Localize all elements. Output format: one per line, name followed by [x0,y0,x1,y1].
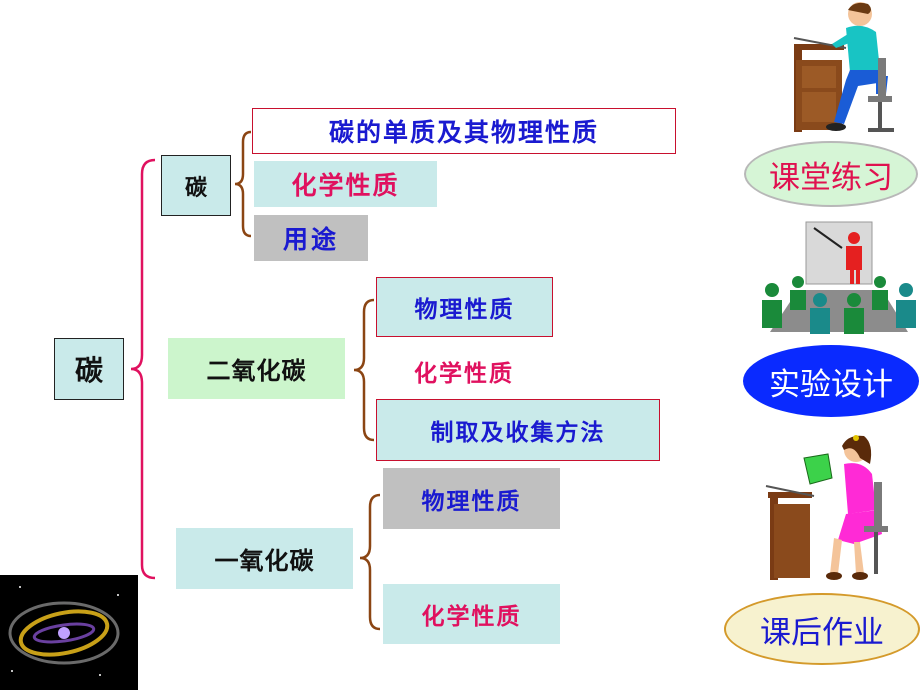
classroom-presentation-clipart [762,221,916,334]
co-bracket [359,493,381,631]
carbon-node: 碳 [161,155,231,216]
experiment-design-button[interactable]: 实验设计 [743,345,919,417]
co2-chemical-properties-link[interactable]: 化学性质 [414,361,514,387]
root-carbon-node: 碳 [54,338,124,400]
student-reading-clipart [765,435,888,580]
co2-preparation-collection-link[interactable]: 制取及收集方法 [376,399,660,461]
orbit-logo [0,575,138,690]
co2-physical-properties-link[interactable]: 物理性质 [376,277,553,337]
carbon-allotropes-physical-properties-link[interactable]: 碳的单质及其物理性质 [252,108,676,154]
carbon-uses-link[interactable]: 用途 [254,215,368,261]
student-writing-clipart [793,2,894,132]
co-physical-properties-link[interactable]: 物理性质 [383,468,560,529]
homework-button[interactable]: 课后作业 [724,593,920,665]
carbon-dioxide-node: 二氧化碳 [168,338,345,399]
carbon-monoxide-node: 一氧化碳 [176,528,353,589]
carbon-bracket [234,130,252,238]
classroom-practice-button[interactable]: 课堂练习 [744,141,918,207]
carbon-chemical-properties-link[interactable]: 化学性质 [254,161,437,207]
co2-bracket [353,298,375,442]
co-chemical-properties-link[interactable]: 化学性质 [383,584,560,644]
root-bracket [130,158,156,580]
